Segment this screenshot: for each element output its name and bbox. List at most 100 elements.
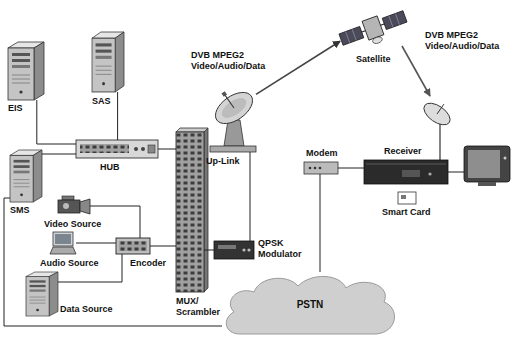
receive-dish-icon xyxy=(420,96,456,130)
encoder-icon xyxy=(119,241,147,251)
laptop-icon xyxy=(55,234,71,244)
connector xyxy=(320,174,321,272)
uplink-dish-icon xyxy=(210,86,258,130)
receiver-icon xyxy=(366,164,446,165)
node-label: QPSK Modulator xyxy=(258,238,308,260)
camera-icon xyxy=(63,203,69,209)
node-label: Audio Source xyxy=(40,258,99,269)
tv-icon xyxy=(504,157,507,160)
mux-scrambler: MUX/ Scrambler xyxy=(176,132,204,292)
connector xyxy=(204,250,214,251)
uplink-dish-icon xyxy=(210,146,256,152)
uplink-dish-icon xyxy=(206,80,258,152)
camera-icon xyxy=(58,200,80,213)
satellite-icon xyxy=(339,26,364,45)
node-label: Data Source xyxy=(60,304,113,315)
mux-rack-icon xyxy=(176,128,208,132)
node-label: Modem xyxy=(306,148,338,159)
downlink-arrow xyxy=(402,46,430,96)
tv-icon xyxy=(464,146,510,182)
hub-icon xyxy=(80,144,129,153)
modem-icon xyxy=(319,167,322,170)
receive-dish-icon xyxy=(437,104,444,114)
satellite-icon xyxy=(338,7,411,55)
hub-icon xyxy=(148,145,155,153)
tv-icon xyxy=(478,182,496,186)
connector xyxy=(250,152,251,241)
uplink-dish-icon xyxy=(224,120,244,146)
modulator-icon xyxy=(214,241,254,259)
modulator-icon xyxy=(242,248,245,251)
satellite: Satellite xyxy=(340,6,406,50)
smart-card-icon xyxy=(398,192,416,204)
smart-card-icon xyxy=(401,195,406,199)
uplink-dish: Up-Link xyxy=(204,88,256,152)
pstn-cloud: PSTN xyxy=(222,272,398,336)
tv-icon xyxy=(468,150,500,178)
encoder: Encoder xyxy=(116,238,150,254)
hub-icon xyxy=(141,147,145,151)
receiver: Receiver xyxy=(364,160,448,184)
connector xyxy=(150,246,176,247)
connector xyxy=(4,198,222,326)
node-label: PSTN xyxy=(297,299,324,310)
connector xyxy=(158,149,176,150)
laptop-icon xyxy=(53,232,73,246)
server-icon xyxy=(8,42,44,100)
encoder-icon xyxy=(116,238,150,254)
hub: HUB xyxy=(76,140,158,158)
edge-label: DVB MPEG2 Video/Audio/Data xyxy=(190,50,288,72)
camera-icon xyxy=(80,199,90,214)
satellite-icon xyxy=(395,13,399,24)
satellite-icon xyxy=(352,29,356,40)
node-label: Smart Card xyxy=(382,207,431,218)
modem-icon xyxy=(314,167,317,170)
node-label: MUX/ Scrambler xyxy=(176,296,226,318)
server: EIS xyxy=(8,42,44,100)
tv-icon xyxy=(464,146,510,186)
mux-rack-icon xyxy=(204,128,208,292)
server: SAS xyxy=(92,32,124,92)
receive-dish-icon xyxy=(420,99,454,129)
satellite-icon xyxy=(372,36,383,45)
satellite-icon xyxy=(362,16,384,40)
receiver-icon xyxy=(402,170,420,177)
hub-icon xyxy=(76,140,158,158)
connector xyxy=(42,154,76,155)
connector xyxy=(37,100,76,144)
connector xyxy=(117,92,118,140)
node-label: SMS xyxy=(10,205,30,216)
mux-rack-icon xyxy=(176,132,204,292)
hub-icon xyxy=(134,147,138,151)
node-label: EIS xyxy=(8,103,23,114)
laptop-icon xyxy=(50,247,76,254)
hub-icon xyxy=(76,140,158,158)
node-label: HUB xyxy=(100,162,120,173)
node-label: SAS xyxy=(92,96,111,107)
server-icon xyxy=(10,150,42,202)
satellite-icon xyxy=(389,16,393,27)
server: SMS xyxy=(10,150,42,202)
modulator-icon xyxy=(247,248,250,251)
modulator-icon xyxy=(214,241,254,259)
node-label: Satellite xyxy=(356,54,391,65)
modem-icon xyxy=(304,162,338,174)
satellite-icon xyxy=(382,11,407,30)
receiver-icon xyxy=(364,160,448,184)
uplink-dish-icon xyxy=(225,95,234,108)
uplink-dish-icon xyxy=(221,91,227,97)
receive-dish-icon xyxy=(420,96,456,160)
node-label: Encoder xyxy=(130,258,166,269)
node-label: Receiver xyxy=(384,146,422,157)
modulator: QPSK Modulator xyxy=(214,241,254,259)
audio-source: Audio Source xyxy=(50,232,76,254)
pstn-cloud xyxy=(226,276,394,334)
mux-rack-icon xyxy=(176,128,208,292)
signal-label: DVB MPEG2 Video/Audio/Data xyxy=(425,30,521,52)
laptop-icon xyxy=(50,232,76,254)
satellite-icon xyxy=(346,32,350,43)
server-icon xyxy=(26,272,58,316)
connector xyxy=(338,168,364,169)
encoder-icon xyxy=(116,238,150,254)
